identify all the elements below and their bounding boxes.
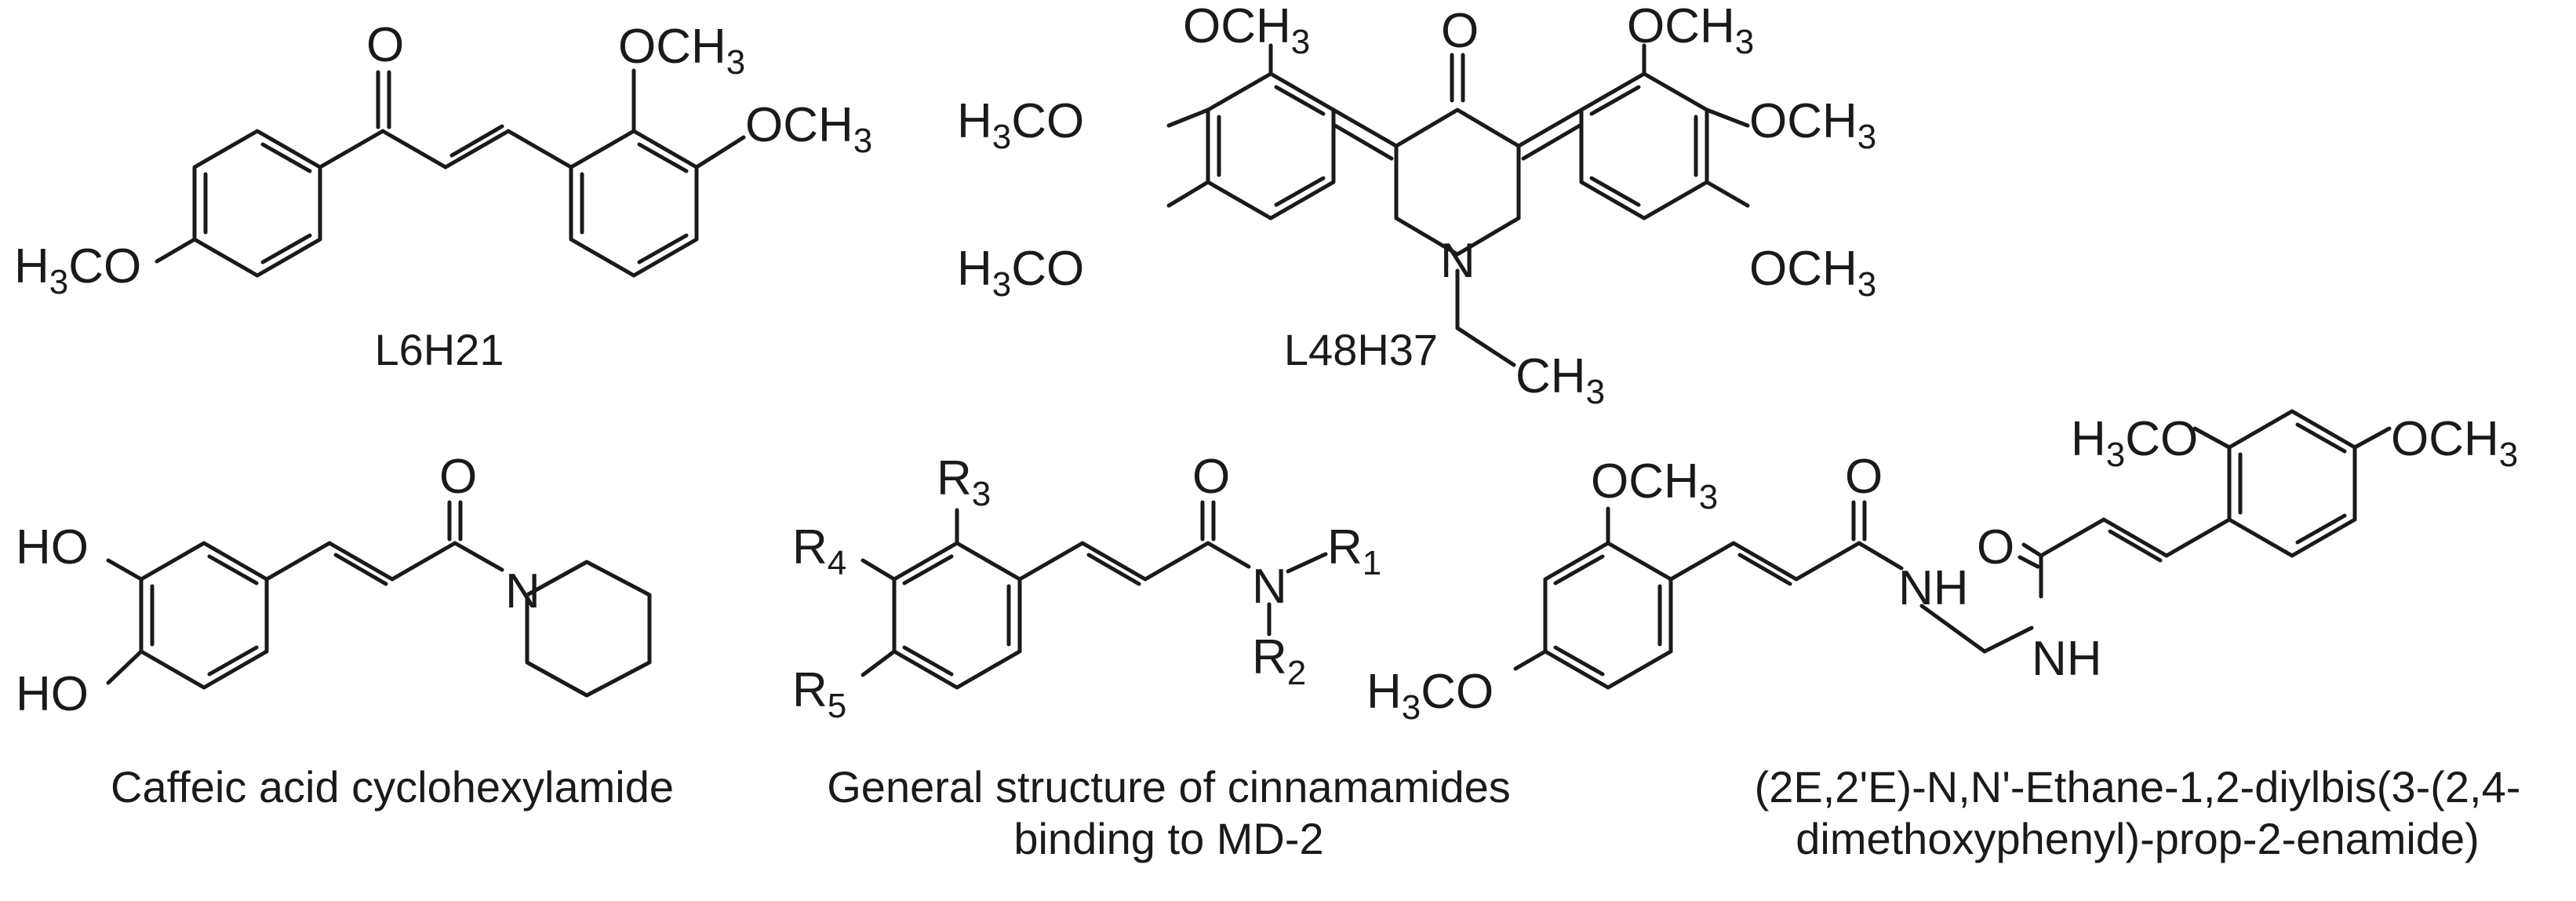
methoxy-label: OCH3 xyxy=(618,20,745,82)
methoxy-label: OCH3 xyxy=(1749,242,1876,304)
structure-ethane-diylbis-enamide: OCH3 H3CO O NH O NH H3CO OCH3 (2E,2'E)-N… xyxy=(1366,409,2521,863)
structure-caffeic-acid-cyclohexylamide: O N HO HO Caffeic acid cyclohexylamide xyxy=(16,450,674,812)
r5-label: R5 xyxy=(792,663,846,725)
oxygen-label: O xyxy=(1192,450,1230,504)
structure-general-cinnamamide: O N R1 R2 R3 R4 R5 General structure of … xyxy=(792,450,1511,863)
caption-general-cinnamamide-line2: binding to MD-2 xyxy=(1013,814,1323,863)
nh-label: NH xyxy=(1898,561,1969,615)
caption-l6h21: L6H21 xyxy=(374,325,504,374)
methoxy-label: OCH3 xyxy=(1627,0,1754,61)
methoxy-label: OCH3 xyxy=(1749,94,1876,156)
methoxy-label: OCH3 xyxy=(2391,412,2518,474)
r3-label: R3 xyxy=(937,451,991,513)
nitrogen-label: N xyxy=(1440,234,1475,288)
structure-l48h37: O N OCH3 H3CO H3CO OCH3 OCH3 OCH3 CH3 L4… xyxy=(957,0,1876,411)
oxygen-label: O xyxy=(1845,450,1883,504)
structure-l6h21: O OCH3 OCH3 H3CO L6H21 xyxy=(14,18,872,374)
r2-label: R2 xyxy=(1252,630,1306,692)
methoxy-label: H3CO xyxy=(14,239,141,301)
methoxy-label: H3CO xyxy=(1366,665,1494,727)
nitrogen-label: N xyxy=(1252,560,1287,614)
oxygen-label: O xyxy=(439,450,477,504)
methoxy-label: OCH3 xyxy=(745,98,872,160)
r4-label: R4 xyxy=(792,520,846,582)
caption-general-cinnamamide: General structure of cinnamamides xyxy=(827,762,1511,812)
nitrogen-label: N xyxy=(505,564,540,618)
caption-ethane-diylbis-line2: dimethoxyphenyl)-prop-2-enamide) xyxy=(1796,814,2480,863)
methoxy-label: OCH3 xyxy=(1591,454,1718,516)
oxygen-label: O xyxy=(1441,4,1479,58)
nh-label: NH xyxy=(2032,632,2102,686)
r1-label: R1 xyxy=(1327,520,1381,582)
methoxy-label: H3CO xyxy=(957,94,1084,156)
methoxy-label: H3CO xyxy=(957,242,1084,304)
methoxy-label: H3CO xyxy=(2071,412,2198,474)
hydroxyl-label: HO xyxy=(16,667,89,721)
oxygen-label: O xyxy=(366,18,404,72)
hydroxyl-label: HO xyxy=(16,520,89,575)
methyl-label: CH3 xyxy=(1515,349,1605,411)
caption-ethane-diylbis: (2E,2'E)-N,N'-Ethane-1,2-diylbis(3-(2,4- xyxy=(1755,762,2521,812)
oxygen-label: O xyxy=(1977,520,2014,575)
caption-l48h37: L48H37 xyxy=(1284,325,1438,374)
caption-caffeic-acid-cyclohexylamide: Caffeic acid cyclohexylamide xyxy=(111,762,674,812)
methoxy-label: OCH3 xyxy=(1183,0,1310,61)
